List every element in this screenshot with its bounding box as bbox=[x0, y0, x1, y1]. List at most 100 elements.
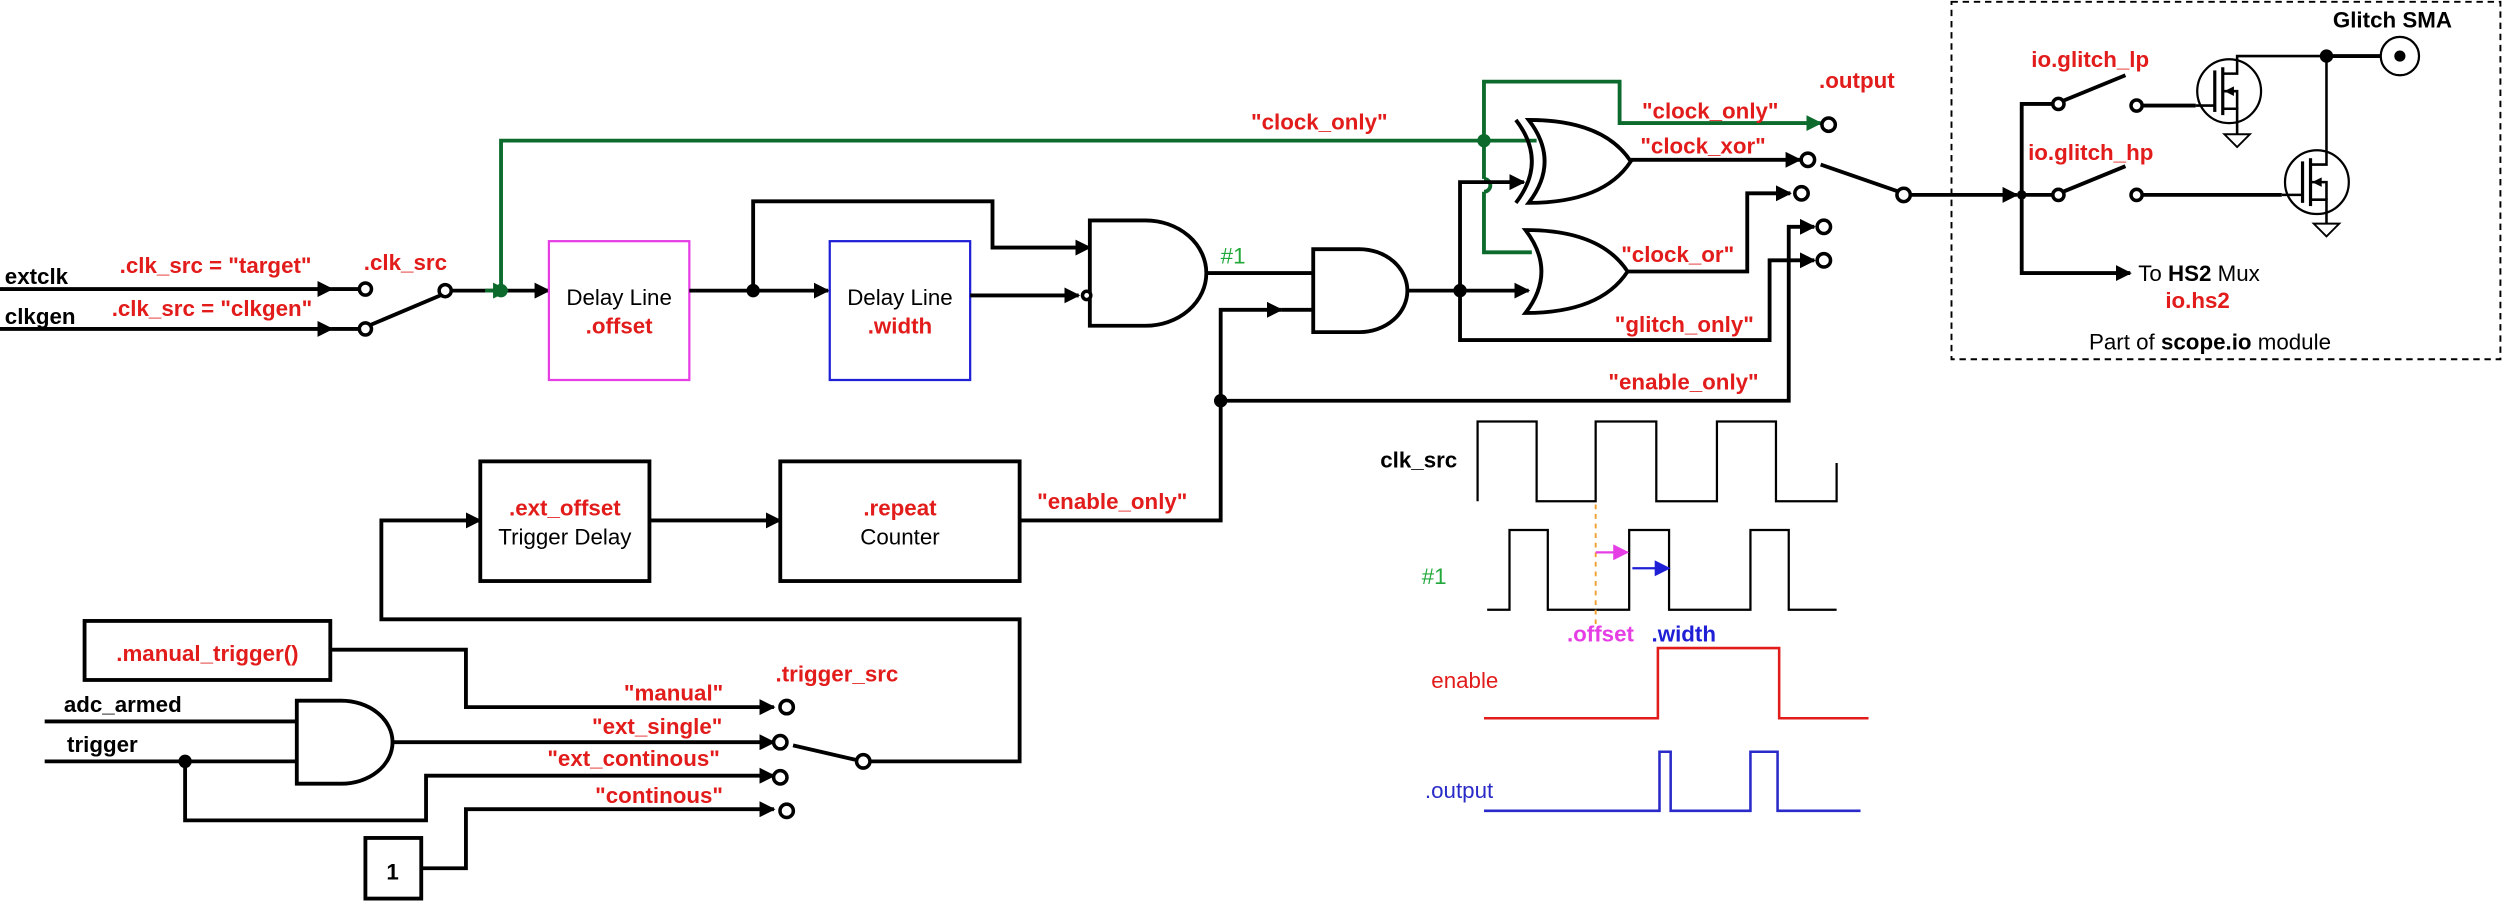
repeat-enable-only-label: "enable_only" bbox=[1037, 489, 1187, 514]
node-1-label: #1 bbox=[1221, 244, 1246, 269]
clock-only-to-output-wire bbox=[1482, 79, 1823, 141]
clock-or-label: "clock_or" bbox=[1621, 242, 1734, 267]
clk-src-clkgen-label: .clk_src = "clkgen" bbox=[112, 296, 313, 321]
glitch-only-label: "glitch_only" bbox=[1615, 312, 1754, 337]
adc-armed-label: adc_armed bbox=[64, 692, 182, 717]
or-gate-body bbox=[1521, 228, 1630, 315]
and-gate-1-body bbox=[1087, 218, 1209, 328]
trigger-label: trigger bbox=[67, 732, 138, 757]
to-hs2-mux-label: To HS2 Mux bbox=[2138, 261, 2260, 286]
sma-connector-icon bbox=[2379, 35, 2421, 77]
ext-offset-param: .ext_offset bbox=[509, 496, 621, 521]
timing-output-label: .output bbox=[1425, 778, 1494, 803]
clock-only-wire-label: "clock_only" bbox=[1251, 109, 1388, 134]
delay-offset-title: Delay Line bbox=[566, 285, 672, 310]
trigger-terminal-ext-continous bbox=[771, 768, 789, 786]
and2-to-xor-wire bbox=[1458, 174, 1526, 291]
ext-offset-block: .ext_offset Trigger Delay bbox=[478, 459, 652, 583]
clkgen-label: clkgen bbox=[5, 304, 76, 329]
to-text: To bbox=[2138, 261, 2168, 286]
offset-to-and1-wire bbox=[751, 199, 1092, 291]
clk-src-target-label: .clk_src = "target" bbox=[120, 253, 312, 278]
clk-mux-terminal-target bbox=[357, 281, 374, 297]
clk-mux-terminal-clkgen bbox=[357, 321, 374, 337]
timing-clk-src-label: clk_src bbox=[1380, 448, 1457, 473]
trigger-src-mux: .trigger_src "manual" "ext_single" "ext_… bbox=[547, 662, 898, 820]
trigger-src-label: .trigger_src bbox=[775, 662, 898, 687]
hs2-param-label: io.hs2 bbox=[2165, 288, 2230, 313]
timing-offset-label: .offset bbox=[1567, 622, 1635, 647]
output-terminal-glitch-only bbox=[1815, 218, 1833, 236]
scope-io-module: Glitch SMA io.glitch_lp io.glitch_hp bbox=[1950, 0, 2502, 361]
scope-io-boundary bbox=[1950, 0, 2502, 361]
glitch-lp-switch-arm bbox=[2062, 73, 2127, 103]
trigger-terminal-manual bbox=[778, 698, 796, 716]
mux-text: Mux bbox=[2211, 261, 2259, 286]
delay-offset-param: .offset bbox=[586, 314, 654, 339]
mosfet-hp-icon bbox=[2281, 56, 2350, 238]
to-hs2-wire bbox=[2019, 194, 2132, 282]
and-gate-trigger bbox=[294, 698, 395, 786]
ext-continous-wire bbox=[183, 761, 776, 823]
delay-line-width: Delay Line .width bbox=[828, 240, 972, 382]
delay-offset-box bbox=[547, 240, 691, 382]
timing-node1-label: #1 bbox=[1422, 564, 1447, 589]
clk-mux-switch-arm bbox=[367, 293, 442, 328]
and-gate-1 bbox=[1080, 218, 1209, 328]
module-bold-text: scope.io bbox=[2161, 330, 2252, 355]
trigger-mux-common-terminal bbox=[854, 752, 872, 770]
trigger-ext-single-label: "ext_single" bbox=[592, 714, 722, 739]
output-terminal-clock-only bbox=[1820, 116, 1838, 134]
repeat-block: .repeat Counter bbox=[778, 459, 1022, 583]
clock-only-path: "clock_only" bbox=[485, 79, 1823, 299]
to-lp-wire bbox=[2019, 102, 2053, 195]
delay-width-box bbox=[828, 240, 972, 382]
output-mux-label: .output bbox=[1819, 68, 1895, 93]
glitch-lp-label: io.glitch_lp bbox=[2031, 47, 2149, 72]
enable-waveform bbox=[1483, 646, 1869, 720]
output-waveform bbox=[1483, 750, 1861, 813]
repeat-title: Counter bbox=[860, 524, 940, 549]
const-one-box bbox=[363, 836, 424, 901]
enable-only-wire bbox=[1220, 218, 1816, 403]
output-terminal-enable-only bbox=[1815, 251, 1833, 269]
clock-to-or-wire bbox=[1482, 191, 1532, 255]
trigger-continous-label: "continous" bbox=[595, 783, 723, 808]
output-mux-switch-arm bbox=[1820, 162, 1900, 194]
repeat-box bbox=[778, 459, 1022, 583]
clock-only-junction bbox=[1477, 133, 1491, 148]
output-terminal-clock-or bbox=[1793, 184, 1810, 202]
output-mux-common-terminal bbox=[1895, 186, 1913, 204]
manual-trigger-label: .manual_trigger() bbox=[116, 641, 298, 666]
and-gate-2-body bbox=[1311, 247, 1410, 335]
xor-gate-body bbox=[1524, 117, 1634, 205]
delay-width-title: Delay Line bbox=[847, 285, 953, 310]
ext-offset-title: Trigger Delay bbox=[498, 524, 632, 549]
clock-only-wire bbox=[499, 138, 1484, 291]
repeat-param: .repeat bbox=[863, 496, 937, 521]
scope-io-module-caption: Part of scope.io module bbox=[2089, 330, 2331, 355]
delay-line-offset: Delay Line .offset bbox=[547, 240, 691, 382]
clock-input-mux: extclk clkgen .clk_src = "target" .clk_s… bbox=[0, 250, 551, 337]
xor-gate bbox=[1514, 117, 1634, 205]
trigger-mux-switch-arm bbox=[792, 743, 856, 762]
and-gate-2 bbox=[1311, 247, 1410, 335]
output-terminal-clock-xor bbox=[1799, 151, 1817, 169]
trigger-terminal-ext-single bbox=[771, 733, 789, 751]
enable-to-and2-wire bbox=[1218, 301, 1283, 401]
clk-src-mux-label: .clk_src bbox=[364, 250, 447, 275]
glitch-hp-terminal-b bbox=[2129, 187, 2144, 203]
timing-width-label: .width bbox=[1652, 622, 1717, 647]
module-prefix-text: Part of bbox=[2089, 330, 2161, 355]
timing-enable-label: enable bbox=[1431, 668, 1498, 693]
hs2-bold-text: HS2 bbox=[2168, 261, 2211, 286]
manual-trigger-wire bbox=[330, 647, 776, 716]
xor-gate-input-curve bbox=[1514, 118, 1534, 205]
continous-wire bbox=[421, 801, 776, 871]
module-suffix-text: module bbox=[2252, 330, 2331, 355]
glitch-only-wire bbox=[1458, 258, 1794, 343]
const-one-label: 1 bbox=[386, 859, 398, 884]
manual-trigger-block: .manual_trigger() bbox=[82, 619, 333, 682]
and-gate-1-inverter-bubble bbox=[1080, 289, 1093, 302]
